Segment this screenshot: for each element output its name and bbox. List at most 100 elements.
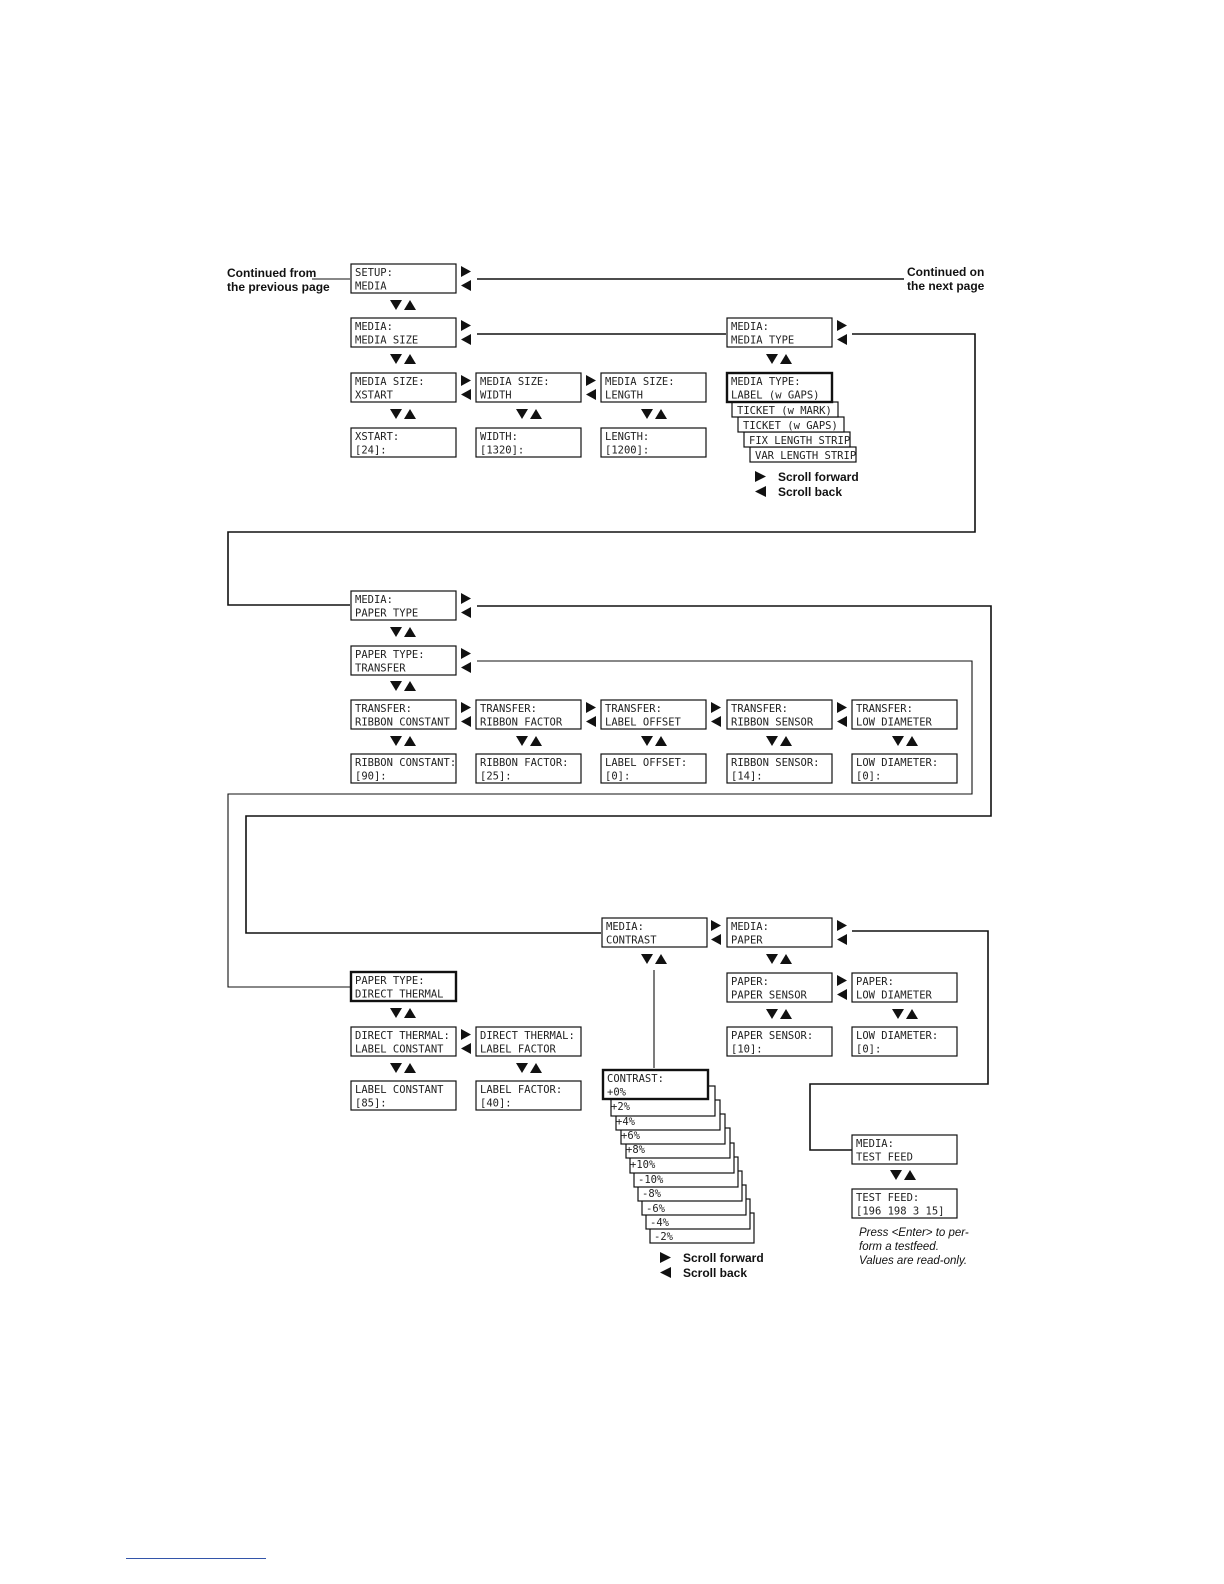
menu-value: LABEL (w GAPS) xyxy=(731,390,820,402)
menu-value: LOW DIAMETER xyxy=(856,717,933,729)
down-arrow-icon xyxy=(892,1009,904,1019)
contrast-option: -10% xyxy=(638,1174,664,1186)
menu-value: LABEL CONSTANT xyxy=(355,1044,444,1056)
down-arrow-icon xyxy=(390,354,402,364)
menu-title: SETUP: xyxy=(355,267,393,279)
menu-title: TRANSFER: xyxy=(605,703,662,715)
test-feed-note-line3: Values are read-only. xyxy=(859,1255,967,1267)
up-arrow-icon xyxy=(530,1063,542,1073)
menu-title: MEDIA SIZE: xyxy=(355,376,425,388)
menu-value: [40]: xyxy=(480,1098,512,1110)
transfer-low-diameter-value-box: LOW DIAMETER:[0]: xyxy=(851,753,958,784)
menu-value: [25]: xyxy=(480,771,512,783)
width-value-box: WIDTH:[1320]: xyxy=(475,427,582,458)
menu-title: RIBBON CONSTANT: xyxy=(355,757,456,769)
left-arrow-icon xyxy=(837,716,847,727)
menu-title: DIRECT THERMAL: xyxy=(355,1030,450,1042)
left-arrow-icon xyxy=(837,334,847,345)
continued-on-note: Continued on the next page xyxy=(907,265,985,293)
down-arrow-icon xyxy=(390,627,402,637)
down-arrow-icon xyxy=(641,736,653,746)
navigation-arrows xyxy=(390,266,918,1180)
contrast-option: -6% xyxy=(646,1203,666,1215)
media-media-size-box: MEDIA:MEDIA SIZE xyxy=(350,317,457,348)
length-value-box: LENGTH:[1200]: xyxy=(600,427,707,458)
up-arrow-icon xyxy=(780,736,792,746)
paper-type-transfer-box: PAPER TYPE:TRANSFER xyxy=(350,645,457,676)
menu-title: RIBBON FACTOR: xyxy=(480,757,569,769)
down-arrow-icon xyxy=(390,300,402,310)
contrast-option: +10% xyxy=(630,1159,656,1171)
menu-value: [85]: xyxy=(355,1098,387,1110)
ribbon-factor-value-box: RIBBON FACTOR: [25]: xyxy=(475,753,582,784)
contrast-option: -4% xyxy=(650,1217,670,1229)
up-arrow-icon xyxy=(655,954,667,964)
media-media-type-box: MEDIA:MEDIA TYPE xyxy=(726,317,833,348)
down-arrow-icon xyxy=(641,409,653,419)
setup-media-box: SETUP:MEDIA xyxy=(350,263,457,294)
menu-title: LENGTH: xyxy=(605,431,649,443)
menu-value: LOW DIAMETER xyxy=(856,990,933,1002)
up-arrow-icon xyxy=(906,736,918,746)
media-size-xstart-box: MEDIA SIZE:XSTART xyxy=(350,372,457,403)
right-arrow-icon xyxy=(837,920,847,931)
left-arrow-icon xyxy=(461,607,471,618)
menu-title: LABEL OFFSET: xyxy=(605,757,687,769)
scroll-back-label: Scroll back xyxy=(683,1266,747,1280)
menu-title: MEDIA TYPE: xyxy=(731,376,801,388)
menu-title: PAPER: xyxy=(731,976,769,988)
menu-title: RIBBON SENSOR: xyxy=(731,757,820,769)
left-arrow-icon xyxy=(586,716,596,727)
menu-title: LOW DIAMETER: xyxy=(856,757,938,769)
contrast-option: +8% xyxy=(626,1144,646,1156)
test-feed-note: Press <Enter> to per- form a testfeed. V… xyxy=(859,1227,969,1267)
down-arrow-icon xyxy=(766,736,778,746)
scroll-back-label: Scroll back xyxy=(778,485,842,499)
up-arrow-icon xyxy=(780,1009,792,1019)
left-arrow-icon xyxy=(461,716,471,727)
menu-value: RIBBON FACTOR xyxy=(480,717,563,729)
down-arrow-icon xyxy=(390,1063,402,1073)
down-arrow-icon xyxy=(516,1063,528,1073)
label-constant-value-box: LABEL CONSTANT [85]: xyxy=(350,1080,457,1111)
scroll-forward-label: Scroll forward xyxy=(778,470,859,484)
down-arrow-icon xyxy=(892,736,904,746)
menu-value: LENGTH xyxy=(605,390,643,402)
menu-title: TEST FEED: xyxy=(856,1192,919,1204)
menu-title: LABEL CONSTANT xyxy=(355,1084,444,1096)
direct-thermal-label-constant-box: DIRECT THERMAL: LABEL CONSTANT xyxy=(350,1026,457,1057)
menu-title: LABEL FACTOR: xyxy=(480,1084,562,1096)
menu-title: XSTART: xyxy=(355,431,399,443)
contrast-option: -8% xyxy=(642,1188,662,1200)
right-arrow-icon xyxy=(711,920,721,931)
right-arrow-icon xyxy=(837,320,847,331)
transfer-low-diameter-box: TRANSFER:LOW DIAMETER xyxy=(851,699,958,730)
menu-value: [24]: xyxy=(355,445,387,457)
contrast-options-stack: -2% -4% -6% -8% -10% +10% +8% +6% +4% +2… xyxy=(610,1085,755,1244)
right-arrow-icon xyxy=(837,702,847,713)
menu-title: MEDIA: xyxy=(731,921,769,933)
menu-value: +0% xyxy=(607,1087,627,1099)
left-arrow-icon xyxy=(837,989,847,1000)
media-test-feed-box: MEDIA:TEST FEED xyxy=(851,1134,958,1165)
up-arrow-icon xyxy=(655,736,667,746)
test-feed-value-box: TEST FEED:[196 198 3 15] xyxy=(851,1188,958,1219)
up-arrow-icon xyxy=(404,354,416,364)
media-contrast-box: MEDIA:CONTRAST xyxy=(601,917,708,948)
menu-title: MEDIA SIZE: xyxy=(480,376,550,388)
menu-value: [0]: xyxy=(605,771,630,783)
left-arrow-icon xyxy=(461,662,471,673)
right-arrow-icon xyxy=(461,648,471,659)
menu-title: TRANSFER: xyxy=(480,703,537,715)
connector-lines xyxy=(227,278,992,1151)
right-arrow-icon xyxy=(837,975,847,986)
menu-value: PAPER TYPE xyxy=(355,608,418,620)
menu-value: [10]: xyxy=(731,1044,763,1056)
menu-value: DIRECT THERMAL xyxy=(355,989,444,1001)
menu-value: MEDIA TYPE xyxy=(731,335,794,347)
scroll-back-icon xyxy=(755,486,766,497)
ribbon-sensor-value-box: RIBBON SENSOR:[14]: xyxy=(726,753,833,784)
paper-paper-sensor-box: PAPER:PAPER SENSOR xyxy=(726,972,833,1003)
